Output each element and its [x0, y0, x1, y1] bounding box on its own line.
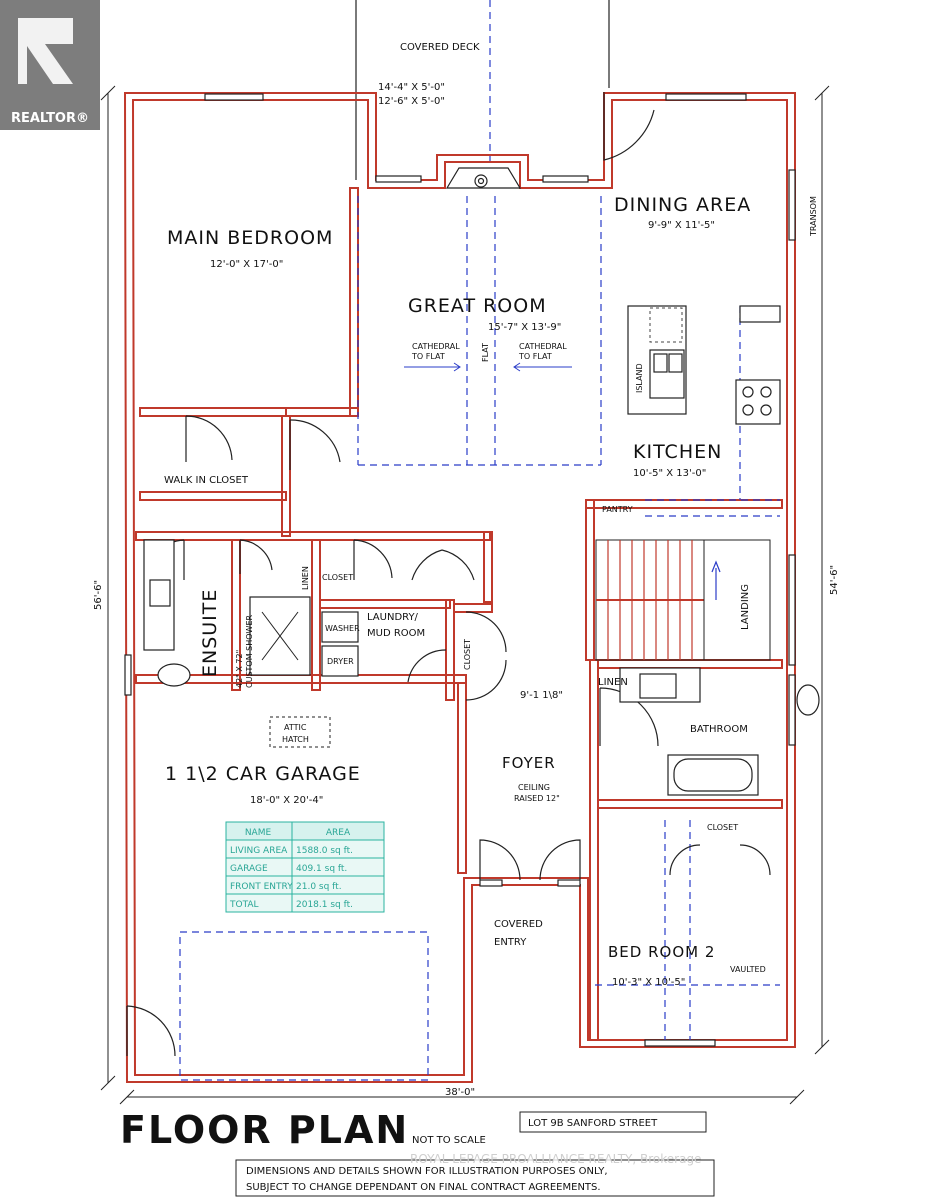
- disclaimer-box: [235, 1159, 715, 1197]
- island-label: ISLAND: [635, 363, 644, 393]
- ensuite-linen-label: LINEN: [301, 566, 310, 590]
- table-cell: 1588.0 sq ft.: [296, 846, 353, 856]
- foyer-label: FOYER: [502, 754, 556, 772]
- garage-dim: 18'-0" X 20'-4": [250, 795, 323, 806]
- doors: [126, 92, 771, 1057]
- kitchen-dim: 10'-5" X 13'-0": [633, 468, 706, 479]
- hatch-label: HATCH: [282, 735, 309, 744]
- dimension-left: 56'-6": [93, 580, 104, 610]
- fireplace: [445, 167, 522, 189]
- ensuite-fixtures: [143, 539, 359, 687]
- stove-icon: [735, 379, 781, 425]
- realtor-logo-text: REALTOR®: [11, 111, 89, 126]
- ceiling-dashed-lines: [357, 196, 780, 1040]
- closet-b-label: CLOSET: [463, 639, 472, 670]
- great-room-flat-label: FLAT: [481, 343, 490, 362]
- main-bedroom-label: MAIN BEDROOM: [167, 227, 333, 249]
- arrow-left-icon: [513, 362, 572, 372]
- foyer-note-2: RAISED 12": [514, 794, 560, 803]
- shower-label: 42" X 72"CUSTOM SHOWER: [235, 614, 254, 688]
- covered-deck-label: COVERED DECK: [400, 42, 480, 53]
- washer-label: WASHER: [325, 624, 360, 633]
- laundry-label: LAUNDRY/: [367, 612, 419, 623]
- bedroom2-label: BED ROOM 2: [608, 943, 715, 961]
- bathroom-linen-label: LINEN: [598, 677, 628, 688]
- covered-deck-dim-2: 12'-6" X 5'-0": [378, 96, 445, 107]
- floor-plan-title: FLOOR PLAN: [120, 1108, 409, 1152]
- kitchen-fixtures: [627, 305, 781, 425]
- bathroom-fixtures: [619, 667, 820, 796]
- covered-entry-label-2: ENTRY: [494, 937, 527, 948]
- table-header-area: AREA: [326, 828, 351, 838]
- table-cell: 409.1 sq ft.: [296, 864, 347, 874]
- covered-deck-area: [355, 0, 610, 180]
- lot-label: LOT 9B SANFORD STREET: [528, 1118, 658, 1129]
- not-to-scale-label: NOT TO SCALE: [412, 1135, 486, 1146]
- walk-in-closet-label: WALK IN CLOSET: [164, 475, 249, 486]
- foyer-dim: 9'-1 1\8": [520, 690, 563, 701]
- garage-label: 1 1\2 CAR GARAGE: [165, 763, 361, 785]
- covered-entry-label-1: COVERED: [494, 919, 543, 930]
- disclaimer-line-2: SUBJECT TO CHANGE DEPENDANT ON FINAL CON…: [246, 1182, 601, 1193]
- transom-label: TRANSOM: [809, 196, 818, 237]
- disclaimer-line-1: DIMENSIONS AND DETAILS SHOWN FOR ILLUSTR…: [246, 1166, 608, 1177]
- table-cell: TOTAL: [229, 900, 259, 910]
- bedroom2-closet-label: CLOSET: [707, 823, 738, 832]
- arrow-right-icon: [404, 362, 461, 372]
- dryer-label: DRYER: [327, 657, 354, 666]
- dining-area-label: DINING AREA: [614, 194, 751, 216]
- dimension-lines: [100, 85, 830, 1105]
- table-cell: LIVING AREA: [230, 846, 288, 856]
- covered-deck-dim-1: 14'-4" X 5'-0": [378, 82, 445, 93]
- attic-label: ATTIC: [284, 723, 307, 732]
- table-header-name: NAME: [245, 828, 272, 838]
- bedroom2-vaulted: VAULTED: [730, 965, 766, 974]
- kitchen-label: KITCHEN: [633, 441, 722, 463]
- main-bedroom-dim: 12'-0" X 17'-0": [210, 259, 283, 270]
- brokerage-watermark: ROYAL LEPAGE PROALLIANCE REALTY, Brokera…: [410, 1152, 701, 1166]
- mud-room-label: MUD ROOM: [367, 628, 425, 639]
- washer-icon: [321, 611, 359, 643]
- table-cell: 21.0 sq ft.: [296, 882, 342, 892]
- closet-a-label: CLOSET: [322, 573, 353, 582]
- garage-door-outline: [179, 931, 429, 1081]
- ensuite-label: ENSUITE: [199, 589, 221, 677]
- great-room-label: GREAT ROOM: [408, 295, 547, 317]
- foyer-note-1: CEILING: [518, 783, 550, 792]
- ensuite-toilet-icon: [157, 663, 191, 687]
- dryer-icon: [321, 645, 359, 677]
- ensuite-sink-icon: [149, 579, 171, 607]
- dining-area-dim: 9'-9" X 11'-5": [648, 220, 715, 231]
- dimension-right: 54'-6": [829, 565, 840, 595]
- bathroom-toilet-icon: [796, 684, 820, 716]
- table-cell: FRONT ENTRY: [230, 882, 293, 892]
- windows: [124, 93, 796, 1047]
- dimension-bottom: 38'-0": [445, 1087, 475, 1098]
- table-cell: 2018.1 sq ft.: [296, 900, 353, 910]
- bathroom-sink-icon: [639, 673, 677, 699]
- great-room-dim: 15'-7" X 13'-9": [488, 322, 561, 333]
- table-cell: GARAGE: [230, 864, 268, 874]
- bedroom2-dim: 10'-3" X 10'-5": [612, 977, 685, 988]
- landing-label: LANDING: [740, 584, 751, 630]
- bathroom-label: BATHROOM: [690, 724, 748, 735]
- lot-box: [519, 1111, 707, 1133]
- area-table: NAME AREA LIVING AREA 1588.0 sq ft. GARA…: [225, 821, 385, 913]
- pantry-label: PANTRY: [602, 505, 633, 514]
- staircase: [595, 539, 771, 661]
- realtor-logo[interactable]: REALTOR®: [0, 0, 100, 130]
- attic-hatch: [269, 716, 331, 748]
